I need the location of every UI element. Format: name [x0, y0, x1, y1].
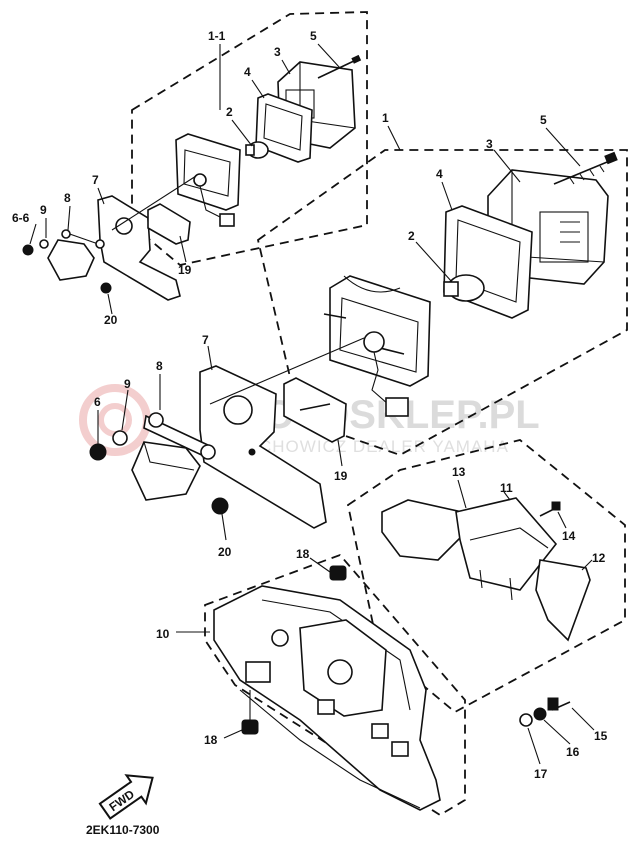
- grommet-18-top: [329, 565, 347, 581]
- watermark: MOTOSKLEP.PL CICHOWICZ DEALER YAMAHA: [79, 384, 540, 456]
- part-labels: 1-1 5 3 4 2 7 8 9 6-6 19 20 1 5 3 4 2 7 …: [12, 29, 608, 781]
- group-box-10: [204, 553, 466, 817]
- washer: [112, 430, 128, 446]
- plate: [283, 377, 347, 443]
- label-5-small: 5: [310, 29, 317, 43]
- label-4: 4: [436, 167, 443, 181]
- label-18-bottom: 18: [204, 733, 218, 747]
- lamp-base-small: [175, 133, 241, 211]
- assembly-1: [89, 151, 618, 529]
- watermark-sub-text: CICHOWICZ DEALER YAMAHA: [240, 437, 509, 456]
- label-8-small: 8: [64, 191, 71, 205]
- label-3: 3: [486, 137, 493, 151]
- label-20: 20: [218, 545, 232, 559]
- label-17: 17: [534, 767, 548, 781]
- connector-small: [219, 213, 235, 227]
- screw: [553, 159, 613, 185]
- reflector: [131, 441, 201, 501]
- label-19: 19: [334, 469, 348, 483]
- label-6: 6: [94, 395, 101, 409]
- label-7-small: 7: [92, 173, 99, 187]
- fwd-arrow-icon: [98, 774, 154, 820]
- plate-small: [147, 203, 191, 245]
- screw-small: [317, 59, 357, 79]
- leader-lines: [29, 43, 595, 765]
- assembly-1-1: [22, 54, 362, 301]
- label-5: 5: [540, 113, 547, 127]
- watermark-main-text: MOTOSKLEP.PL: [230, 393, 540, 437]
- label-9-small: 9: [40, 203, 47, 217]
- lamp-base: [329, 275, 431, 387]
- grommet-18-bottom: [241, 719, 259, 735]
- diagram-code: 2EK110-7300: [86, 823, 160, 837]
- label-4-small: 4: [244, 65, 251, 79]
- label-2-small: 2: [226, 105, 233, 119]
- label-10: 10: [156, 627, 170, 641]
- label-14: 14: [562, 529, 576, 543]
- label-11: 11: [500, 481, 513, 495]
- side-cover-13: [381, 499, 471, 561]
- fwd-arrow: FWD: [98, 774, 154, 820]
- label-20-small: 20: [104, 313, 118, 327]
- label-16: 16: [566, 745, 580, 759]
- label-15: 15: [594, 729, 608, 743]
- lens-cover-group: [381, 497, 591, 642]
- connector: [385, 397, 409, 417]
- nut-20: [211, 497, 229, 515]
- nut-20-small: [100, 282, 112, 294]
- washer-small: [39, 239, 49, 249]
- label-1: 1: [382, 111, 389, 125]
- label-1-1: 1-1: [208, 29, 226, 43]
- washer-17: [519, 713, 533, 727]
- reflector-small: [47, 239, 95, 281]
- label-2: 2: [408, 229, 415, 243]
- label-13: 13: [452, 465, 466, 479]
- label-6-6: 6-6: [12, 211, 30, 225]
- label-19-small: 19: [178, 263, 192, 277]
- label-9: 9: [124, 377, 131, 391]
- label-7: 7: [202, 333, 209, 347]
- label-18-top: 18: [296, 547, 310, 561]
- label-8: 8: [156, 359, 163, 373]
- washer-16: [533, 707, 547, 721]
- side-cover-12: [535, 559, 591, 642]
- label-3-small: 3: [274, 45, 281, 59]
- nut: [89, 443, 107, 461]
- nut-small: [22, 244, 34, 256]
- group-box-1: [256, 149, 628, 456]
- center-cover-11: [455, 497, 558, 591]
- housing-group: [213, 565, 571, 811]
- label-12: 12: [592, 551, 606, 565]
